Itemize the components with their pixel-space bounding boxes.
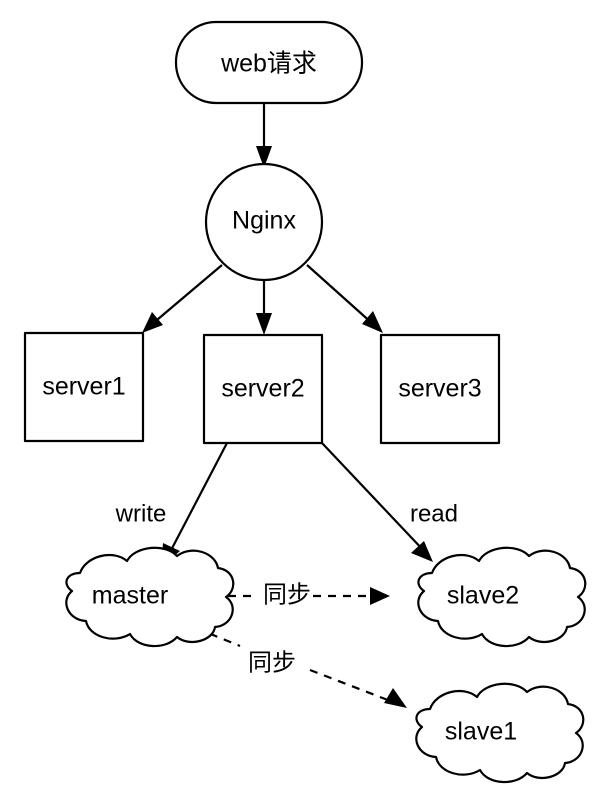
node-slave1[interactable]: slave1 xyxy=(415,682,585,784)
edge-master-to-slave2: 同步 xyxy=(228,581,390,608)
node-nginx[interactable]: Nginx xyxy=(204,162,324,282)
arrow-head-server2-to-slave2 xyxy=(411,541,433,562)
node-web-request[interactable]: web请求 xyxy=(174,20,364,105)
edge-line-nginx-to-server3 xyxy=(306,264,375,326)
node-shape-slave2[interactable] xyxy=(417,546,587,648)
node-shape-server3[interactable] xyxy=(379,333,501,445)
node-shape-master[interactable] xyxy=(65,546,235,648)
node-master[interactable]: master xyxy=(65,546,235,648)
node-label-server1: server1 xyxy=(42,373,125,401)
edge-nginx-to-server2 xyxy=(256,281,272,335)
arrow-head-master-to-slave1 xyxy=(384,688,407,708)
node-server1[interactable]: server1 xyxy=(23,331,145,443)
node-label-server3: server3 xyxy=(398,375,481,403)
arrow-head-nginx-to-server3 xyxy=(362,311,383,333)
node-label-server2: server2 xyxy=(221,375,304,403)
node-server3[interactable]: server3 xyxy=(379,333,501,445)
node-shape-slave1[interactable] xyxy=(415,682,585,784)
node-label-web-request: web请求 xyxy=(220,50,317,78)
edge-server2-to-master: write xyxy=(115,442,228,567)
edge-line-nginx-to-server1 xyxy=(150,264,223,326)
node-label-master: master xyxy=(92,582,168,610)
edge-line-server2-to-master xyxy=(167,442,228,557)
node-shape-server2[interactable] xyxy=(202,333,324,445)
node-label-slave2: slave2 xyxy=(447,582,519,610)
node-label-slave1: slave1 xyxy=(445,718,517,746)
edge-master-to-slave1: 同步 xyxy=(195,626,407,708)
edge-nginx-to-server1 xyxy=(142,264,223,333)
edge-line-server2-to-slave2 xyxy=(321,442,426,553)
node-server2[interactable]: server2 xyxy=(202,333,324,445)
edge-nginx-to-server3 xyxy=(306,264,383,333)
node-shape-nginx[interactable] xyxy=(204,162,324,282)
node-slave2[interactable]: slave2 xyxy=(417,546,587,648)
arrow-head-master-to-slave2 xyxy=(370,587,390,605)
node-shape-web-request[interactable] xyxy=(174,20,364,105)
arrow-head-nginx-to-server2 xyxy=(256,313,272,335)
edge-label-sync-slave2: 同步 xyxy=(263,581,311,608)
edge-line-master-to-slave1-right xyxy=(309,668,394,704)
edge-server2-to-slave2: read xyxy=(321,442,458,562)
edge-web-request-to-nginx xyxy=(256,103,272,168)
node-shape-server1[interactable] xyxy=(23,331,145,443)
edge-label-read: read xyxy=(410,500,458,527)
node-label-nginx: Nginx xyxy=(232,207,296,235)
edge-label-sync-slave1: 同步 xyxy=(248,649,296,676)
arrow-head-web-to-nginx xyxy=(256,146,272,168)
edge-label-write: write xyxy=(115,500,167,527)
arrow-head-nginx-to-server1 xyxy=(142,312,163,333)
